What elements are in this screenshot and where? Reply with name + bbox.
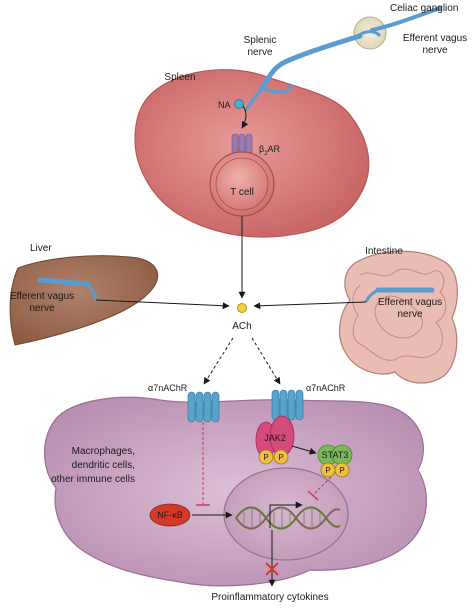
blocked-x-icon — [265, 562, 279, 576]
label-t-cell: T cell — [230, 187, 254, 198]
a7nachr-receptor-left — [187, 391, 220, 423]
jak2-phospho-2 — [273, 449, 289, 465]
label-immune-cells-2: dendritic cells, — [72, 460, 135, 471]
label-b2ar: β2AR — [259, 144, 281, 157]
arrow-liver-to-ach — [95, 299, 230, 310]
label-p-stat3-1: P — [325, 466, 330, 475]
nucleus — [223, 467, 349, 561]
label-efferent-vagus-intestine-1: Efferent vagus — [378, 297, 442, 308]
na-arrow — [241, 105, 249, 129]
label-p-stat3-2: P — [339, 466, 344, 475]
label-nfkb: NF-κB — [157, 510, 183, 520]
label-intestine: Intestine — [365, 246, 403, 257]
liver-organ — [9, 255, 159, 346]
label-efferent-vagus-intestine-2: nerve — [397, 309, 422, 320]
label-na: NA — [218, 100, 231, 110]
jak2-to-stat3-arrow — [291, 445, 317, 455]
label-stat3: STAT3 — [322, 450, 349, 460]
label-spleen: Spleen — [164, 72, 195, 83]
transcription-start-arrow — [269, 501, 303, 528]
efferent-vagus-nerve-liver — [37, 277, 98, 301]
label-efferent-vagus-top-1: Efferent vagus — [403, 33, 467, 44]
na-molecule — [234, 99, 244, 109]
jak2-protein — [255, 415, 295, 459]
efferent-vagus-nerve-intestine — [364, 287, 435, 303]
nfkb-protein — [149, 503, 191, 527]
label-cytokines: Proinflammatory cytokines — [211, 592, 328, 603]
label-immune-cells-3: other immune cells — [51, 474, 135, 485]
label-celiac-ganglion: Celiac ganglion — [390, 3, 458, 14]
label-a7nachr-right: α7nAChR — [306, 383, 346, 393]
stat3-protein — [317, 444, 353, 466]
label-p-jak2-2: P — [278, 453, 283, 462]
label-splenic-nerve-2: nerve — [247, 47, 272, 58]
label-immune-cells-1: Macrophages, — [72, 446, 135, 457]
a7nachr-receptor-right — [271, 389, 304, 421]
label-a7nachr-left: α7nAChR — [148, 383, 188, 393]
dna-helix — [235, 506, 341, 530]
ach-molecule — [237, 303, 247, 313]
label-jak2: JAK2 — [264, 433, 286, 443]
label-efferent-vagus-liver-2: nerve — [29, 303, 54, 314]
ach-to-receptor-right-arrow — [251, 337, 281, 385]
arrow-intestine-to-ach — [253, 301, 367, 310]
intestine-organ — [338, 250, 458, 384]
t-cell — [209, 151, 275, 217]
stat3-phospho-2 — [334, 462, 350, 478]
label-efferent-vagus-liver-1: Efferent vagus — [10, 291, 74, 302]
splenic-nerve — [244, 33, 363, 111]
stat3-inhibition-bar — [307, 490, 319, 501]
label-splenic-nerve-1: Splenic — [244, 35, 277, 46]
label-liver: Liver — [30, 243, 52, 254]
label-p-jak2-1: P — [263, 453, 268, 462]
label-ach: ACh — [232, 321, 251, 332]
ach-to-receptor-left-arrow — [203, 337, 234, 385]
jak2-phospho-1 — [258, 449, 274, 465]
stat3-inhibition — [312, 476, 332, 496]
label-efferent-vagus-top-2: nerve — [422, 45, 447, 56]
